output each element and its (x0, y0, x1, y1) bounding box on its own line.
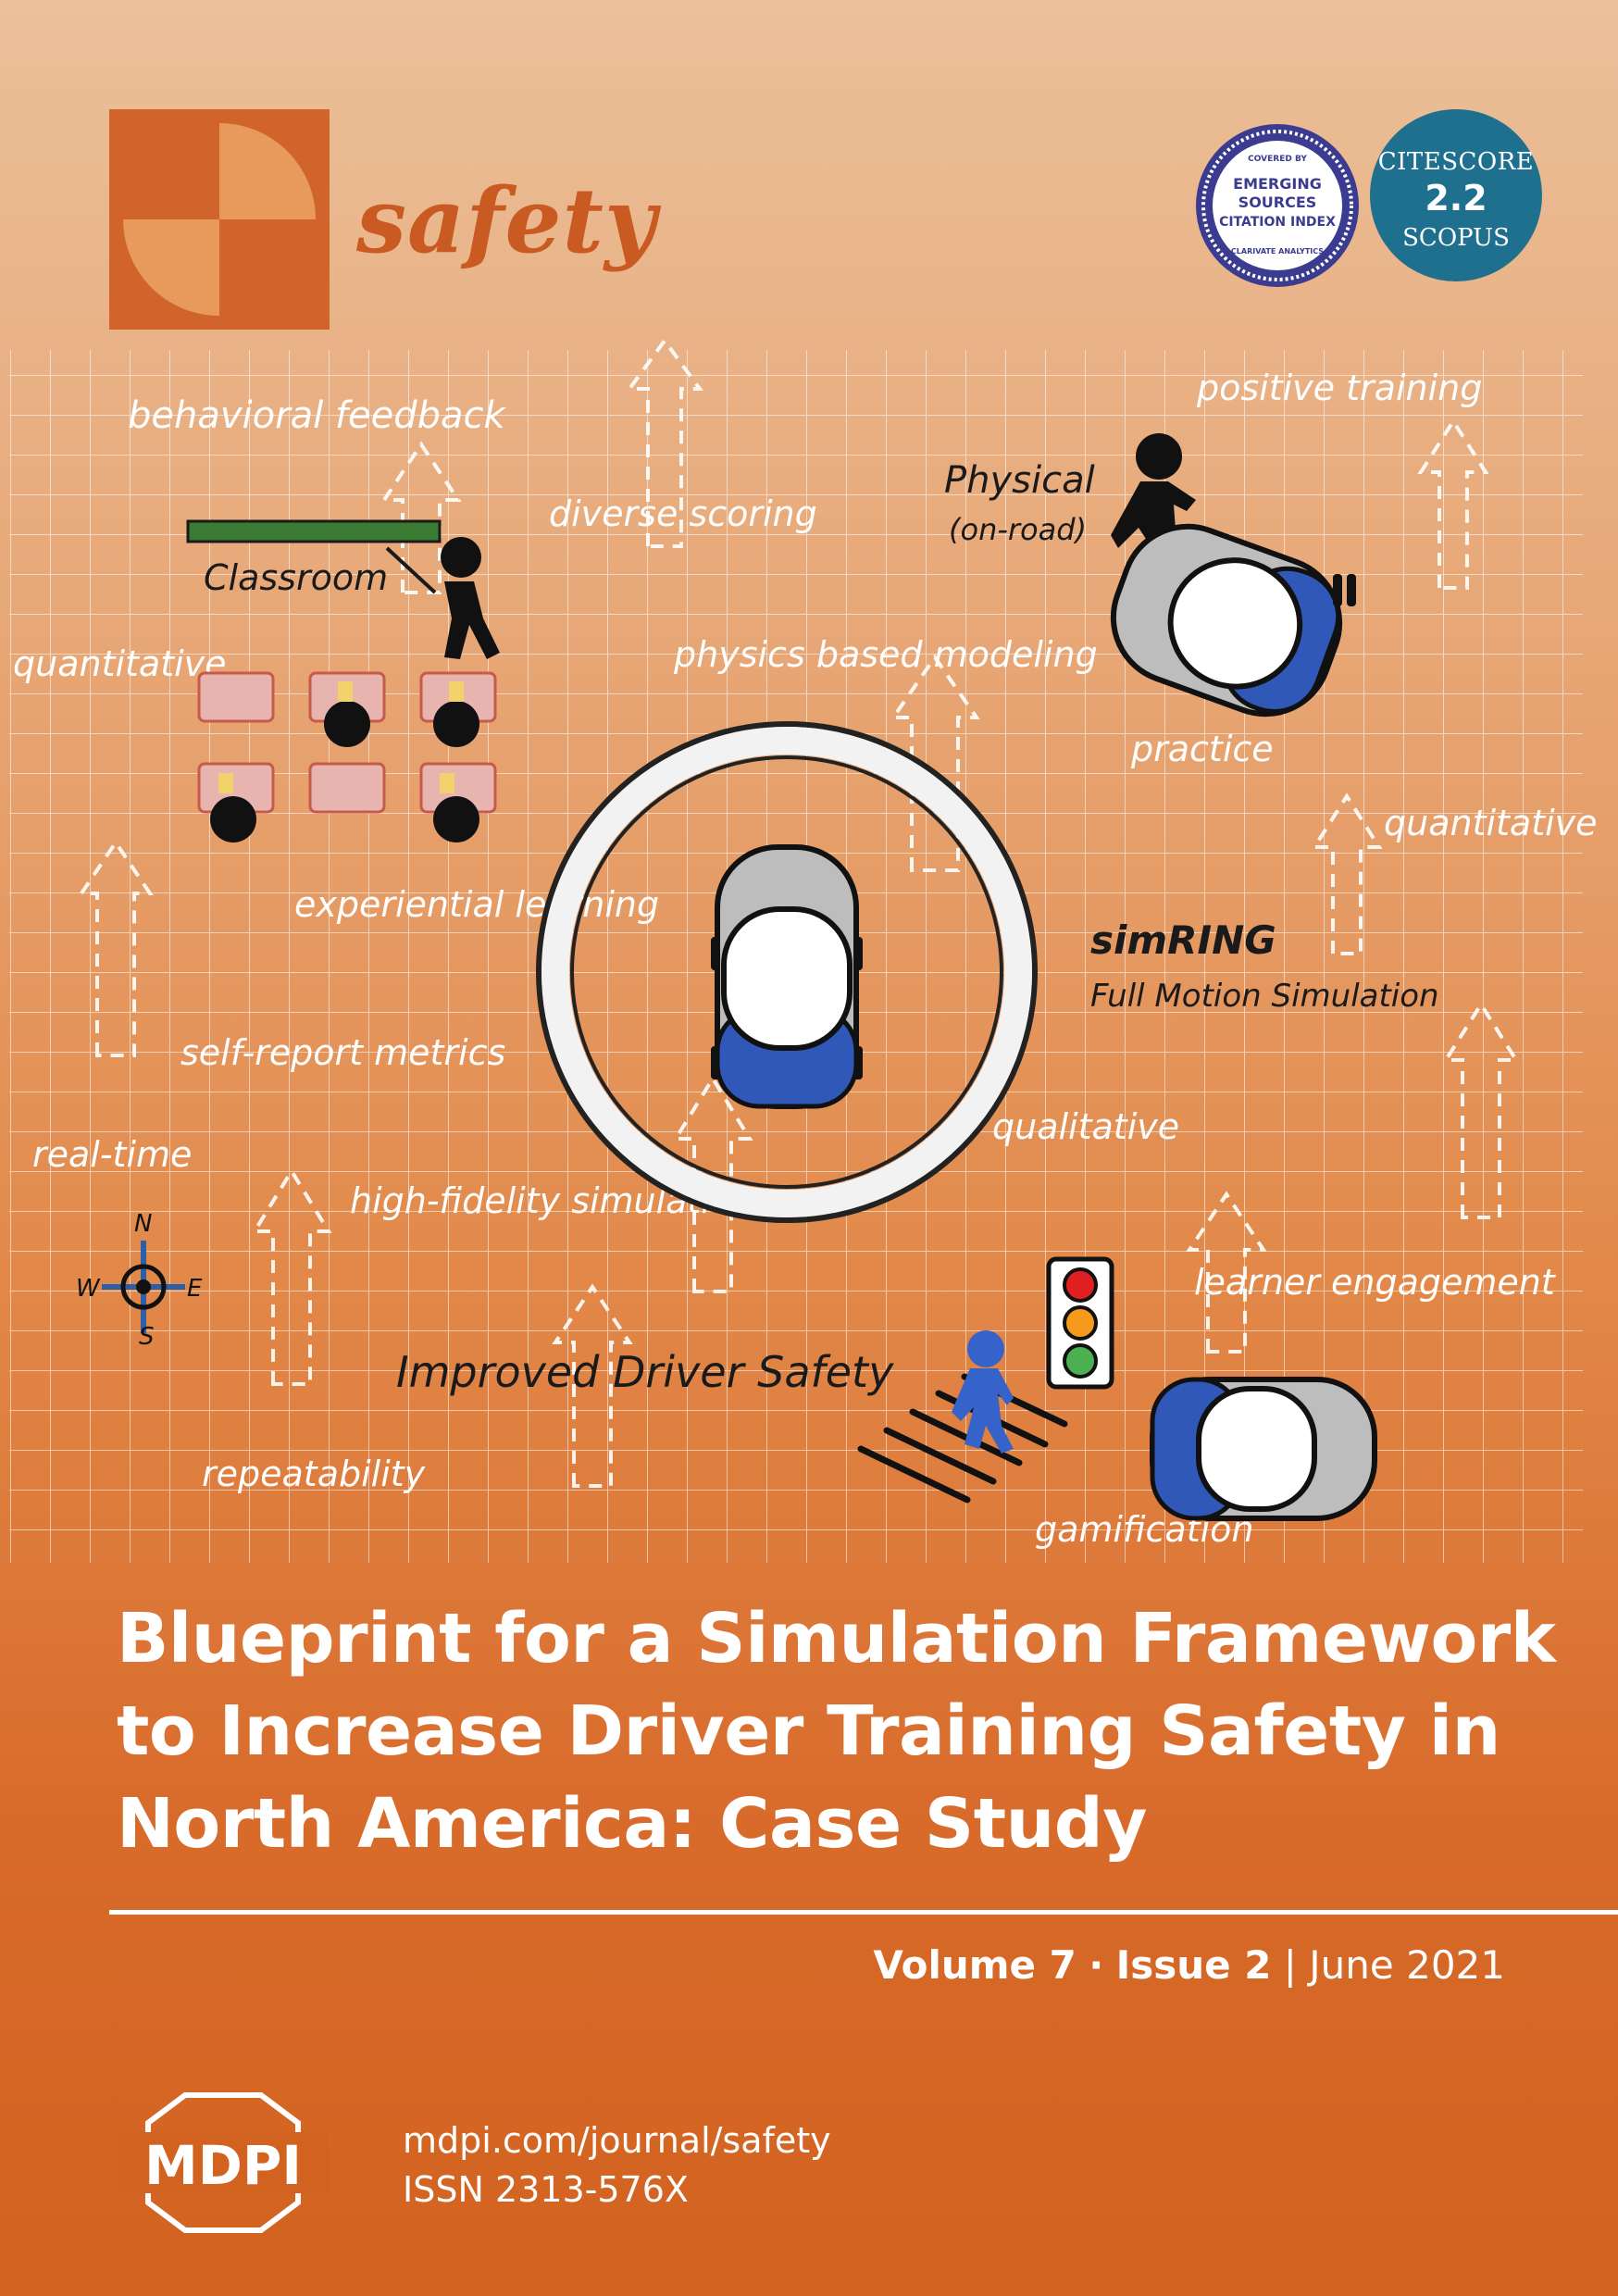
label-repeatability: repeatability (202, 1454, 426, 1494)
label-diverse-scoring: diverse scoring (549, 493, 817, 534)
citescore-label: CITESCORE (1377, 148, 1535, 176)
journal-logo (109, 109, 330, 330)
issue-info: Volume 7 · Issue 2 | June 2021 (873, 1942, 1505, 1988)
volume: Volume 7 (873, 1942, 1077, 1988)
divider-line (109, 1910, 1618, 1915)
citescore-badge: CITESCORE 2.2 SCOPUS (1370, 109, 1542, 281)
journal-name: safety (356, 168, 657, 273)
label-improved-safety: Improved Driver Safety (396, 1347, 894, 1397)
mdpi-wordmark: MDPI (144, 2134, 302, 2197)
dashed-arrow-icon (380, 441, 462, 594)
label-self-report: self-report metrics (180, 1032, 505, 1073)
dashed-arrow-icon (1442, 1001, 1520, 1219)
esci-line3: CITATION INDEX (1219, 215, 1336, 230)
esci-top: COVERED BY (1248, 155, 1307, 164)
label-learner-engagement: learner engagement (1194, 1262, 1557, 1303)
blackboard (186, 519, 442, 543)
label-behavioral-feedback: behavioral feedback (128, 394, 506, 437)
compass-w: W (76, 1275, 101, 1303)
title-line-3: North America: Case Study (117, 1784, 1147, 1864)
citescore-value: 2.2 (1425, 178, 1487, 218)
compass-icon (102, 1241, 185, 1333)
issue-date: June 2021 (1309, 1942, 1505, 1988)
dashed-arrow-icon (1186, 1191, 1267, 1354)
esci-line2: SOURCES (1238, 193, 1317, 211)
label-full-motion: Full Motion Simulation (1090, 978, 1439, 1015)
citescore-source: SCOPUS (1402, 224, 1510, 252)
label-qualitative: qualitative (992, 1106, 1179, 1147)
simring-ring (536, 721, 1038, 1223)
dashed-arrow-icon (552, 1283, 633, 1488)
pedestrian-icon (952, 1330, 1014, 1454)
car-icon (1150, 1377, 1377, 1521)
student-icon (210, 701, 479, 842)
label-quantitative-right: quantitative (1384, 803, 1598, 843)
issue-number: Issue 2 (1115, 1942, 1272, 1988)
label-quantitative-left: quantitative (13, 643, 227, 684)
esci-bottom: CLARIVATE ANALYTICS (1231, 247, 1324, 256)
issn: ISSN 2313-576X (403, 2169, 689, 2210)
issue-dot: · (1089, 1942, 1104, 1988)
label-practice: practice (1130, 729, 1274, 769)
compass-s: S (139, 1323, 155, 1351)
desks (197, 671, 497, 814)
compass-n: N (134, 1210, 152, 1238)
label-physics-modeling: physics based modeling (673, 634, 1098, 675)
dashed-arrow-icon (1417, 418, 1489, 590)
esci-badge: COVERED BY EMERGING SOURCES CITATION IND… (1194, 122, 1361, 289)
car-icon (1110, 523, 1343, 718)
dashed-arrow-icon (672, 1075, 753, 1293)
car-icon (711, 844, 863, 1109)
label-simring: simRING (1090, 917, 1276, 963)
dashed-arrow-icon (251, 1167, 332, 1386)
title-line-1: Blueprint for a Simulation Framework (117, 1599, 1556, 1678)
article-title: Blueprint for a Simulation Framework to … (117, 1592, 1561, 1870)
label-experiential-learning: experiential learning (294, 884, 659, 925)
label-on-road: (on-road) (949, 512, 1087, 547)
traffic-light-icon (1046, 1256, 1114, 1390)
esci-line1: EMERGING (1233, 175, 1322, 193)
label-real-time: real-time (32, 1134, 192, 1175)
dashed-arrow-icon (890, 654, 980, 872)
label-classroom: Classroom (204, 557, 388, 598)
label-physical: Physical (944, 459, 1095, 502)
dashed-arrow-icon (626, 337, 703, 548)
issue-bar: | (1283, 1942, 1297, 1988)
teacher-icon (441, 537, 500, 659)
dashed-arrow-icon (78, 839, 154, 1057)
label-positive-training: positive training (1196, 368, 1482, 408)
journal-url[interactable]: mdpi.com/journal/safety (403, 2120, 831, 2161)
cover-illustration: behavioral feedback diverse scoring posi… (9, 337, 1598, 1563)
compass-e: E (187, 1275, 203, 1303)
mdpi-logo: MDPI (109, 2088, 337, 2238)
title-line-2: to Increase Driver Training Safety in (117, 1691, 1500, 1771)
